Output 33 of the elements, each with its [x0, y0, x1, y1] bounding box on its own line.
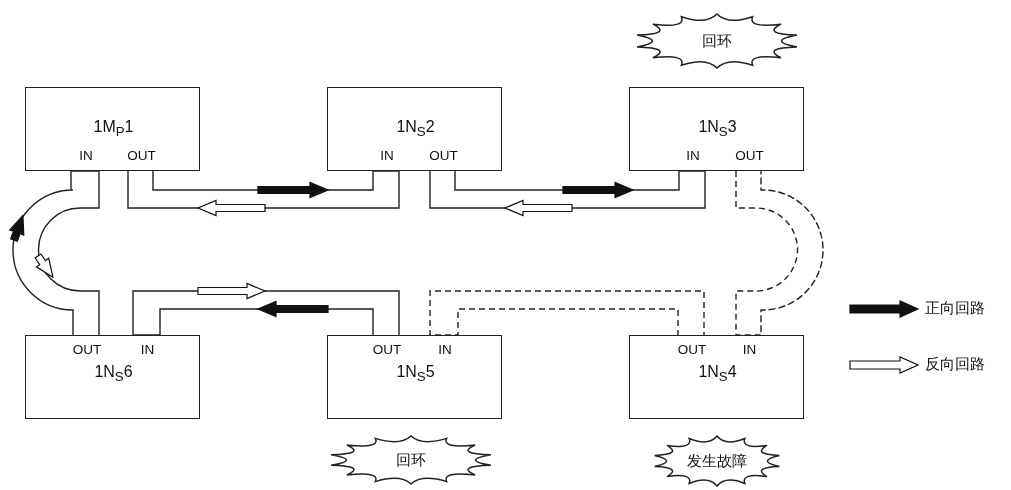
device-label: 1N$_{S}$6 — [94, 364, 133, 384]
device-box — [25, 335, 200, 419]
legend-text: 反向回路 — [925, 355, 985, 374]
port-label: IN — [438, 343, 452, 357]
port-label: IN — [79, 149, 93, 163]
callout-burst — [651, 434, 783, 488]
device-box — [327, 87, 502, 171]
device-box — [629, 87, 804, 171]
port-label: OUT — [127, 149, 156, 163]
device-label: 1M$_{P}$1 — [93, 119, 134, 139]
device-label: 1N$_{S}$2 — [396, 119, 435, 139]
device-box — [327, 335, 502, 419]
device-label: 1N$_{S}$5 — [396, 364, 435, 384]
fiber-channel — [12, 170, 100, 336]
callout-text: 回环 — [702, 33, 732, 49]
fiber-channel — [735, 170, 824, 336]
device-box — [25, 87, 200, 171]
port-label: OUT — [735, 149, 764, 163]
port-label: IN — [140, 343, 155, 357]
port-label: OUT — [677, 343, 707, 357]
port-label: IN — [742, 343, 757, 357]
port-label: IN — [686, 149, 700, 163]
callout-text: 发生故障 — [687, 453, 747, 469]
device-label: 1N$_{S}$4 — [698, 364, 737, 384]
device-label: 1N$_{S}$3 — [698, 119, 737, 139]
port-label: OUT — [429, 149, 458, 163]
port-label: IN — [380, 149, 394, 163]
port-label: OUT — [372, 343, 402, 357]
legend-text: 正向回路 — [925, 299, 985, 318]
fiber-channel — [429, 290, 705, 336]
device-box — [629, 335, 804, 419]
callout-text: 回环 — [396, 452, 426, 468]
port-label: OUT — [72, 343, 102, 357]
